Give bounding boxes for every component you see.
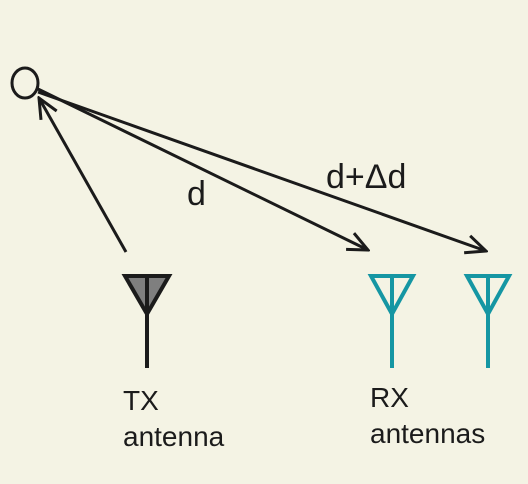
tx-antenna-label: TX antenna [123, 383, 224, 455]
rx-antennas-label: RX antennas [370, 380, 485, 452]
rx-antenna-icon [367, 274, 417, 368]
rx-antenna-icon [463, 274, 513, 368]
path-d-plus-delta-label: d+Δd [326, 158, 407, 196]
tx-label-line1: TX [123, 385, 159, 416]
path-d-label: d [187, 175, 206, 213]
rx-label-line1: RX [370, 382, 409, 413]
target-circle [10, 66, 40, 100]
rx-label-line2: antennas [370, 418, 486, 449]
path-d-arrow [37, 87, 368, 250]
tx-label-line2: antenna [123, 421, 225, 452]
path-d-plus-delta-arrow [37, 90, 486, 251]
tx-to-target-arrow [39, 98, 128, 253]
tx-antenna-icon [121, 274, 173, 368]
